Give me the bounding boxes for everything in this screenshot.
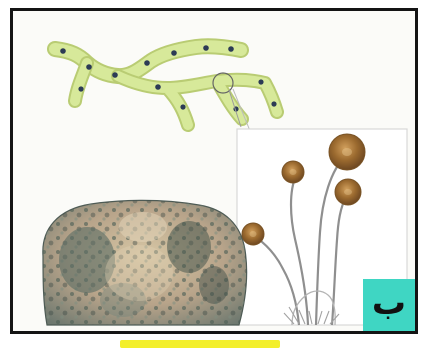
bottom-highlight-strip (120, 340, 280, 348)
bread-mold-diagram (13, 11, 415, 331)
figure-frame: ب (10, 8, 418, 334)
figure-label: ب (372, 286, 406, 320)
mold-colony-illustration (43, 200, 247, 325)
figure-label-box: ب (363, 279, 415, 331)
